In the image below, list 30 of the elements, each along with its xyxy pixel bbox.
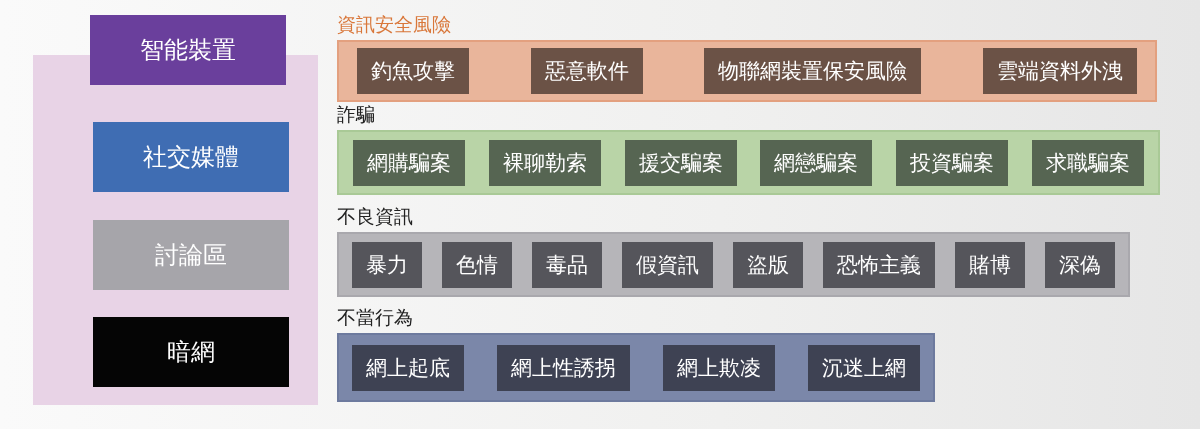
- topic-box: 裸聊勒索: [488, 139, 601, 186]
- topic-box: 假資訊: [622, 241, 713, 288]
- topic-box: 盜版: [733, 241, 803, 288]
- topic-box: 援交騙案: [624, 139, 737, 186]
- topic-box: 暴力: [352, 241, 422, 288]
- topic-box: 恐怖主義: [823, 241, 935, 288]
- topic-box: 投資騙案: [896, 139, 1009, 186]
- topic-box: 釣魚攻擊: [357, 48, 469, 94]
- platform-box: 討論區: [93, 220, 289, 290]
- platform-box: 暗網: [93, 317, 289, 387]
- category-heading: 不當行為: [337, 305, 413, 329]
- topic-box: 網上性誘拐: [497, 344, 630, 391]
- topic-box: 網戀騙案: [760, 139, 873, 186]
- topic-box: 網上欺凌: [663, 344, 775, 391]
- topic-box: 毒品: [532, 241, 602, 288]
- topic-box: 色情: [442, 241, 512, 288]
- category-heading: 詐騙: [337, 102, 375, 126]
- topic-box: 網上起底: [352, 344, 464, 391]
- category-heading: 資訊安全風險: [337, 12, 451, 36]
- topic-box: 雲端資料外洩: [982, 48, 1137, 94]
- topic-box: 深偽: [1045, 241, 1115, 288]
- topic-box: 沉迷上網: [808, 344, 920, 391]
- topic-box: 惡意軟件: [530, 48, 643, 94]
- platform-box: 智能裝置: [90, 15, 286, 85]
- topic-box: 網購騙案: [353, 139, 465, 186]
- topic-box: 物聯網裝置保安風險: [704, 48, 922, 94]
- topic-box: 求職騙案: [1032, 139, 1144, 186]
- platform-box: 社交媒體: [93, 122, 289, 192]
- topic-box: 賭博: [955, 241, 1025, 288]
- category-heading: 不良資訊: [337, 204, 413, 228]
